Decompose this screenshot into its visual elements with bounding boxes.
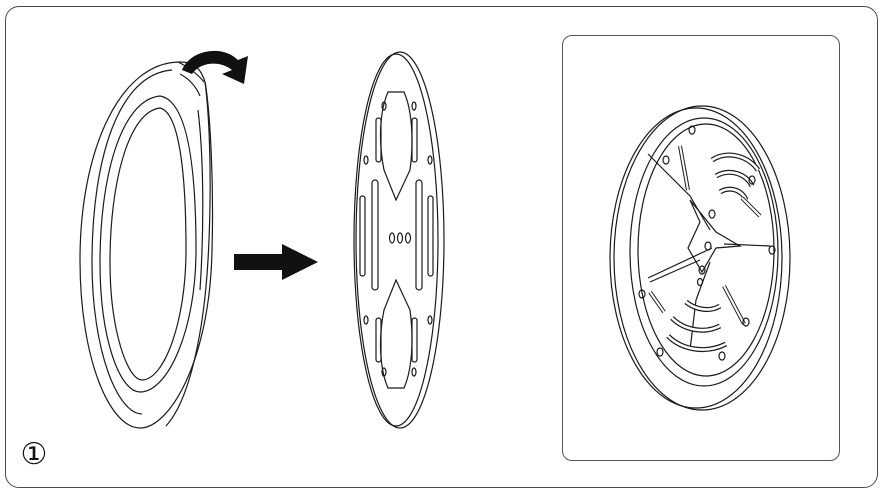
plate-perspective-view [609, 105, 791, 411]
right-arrow-icon [234, 244, 318, 280]
step-number-label: ① [20, 437, 48, 472]
outer-ring [79, 61, 214, 429]
plate-side-view [353, 51, 445, 429]
curved-arrow-icon [182, 50, 248, 84]
